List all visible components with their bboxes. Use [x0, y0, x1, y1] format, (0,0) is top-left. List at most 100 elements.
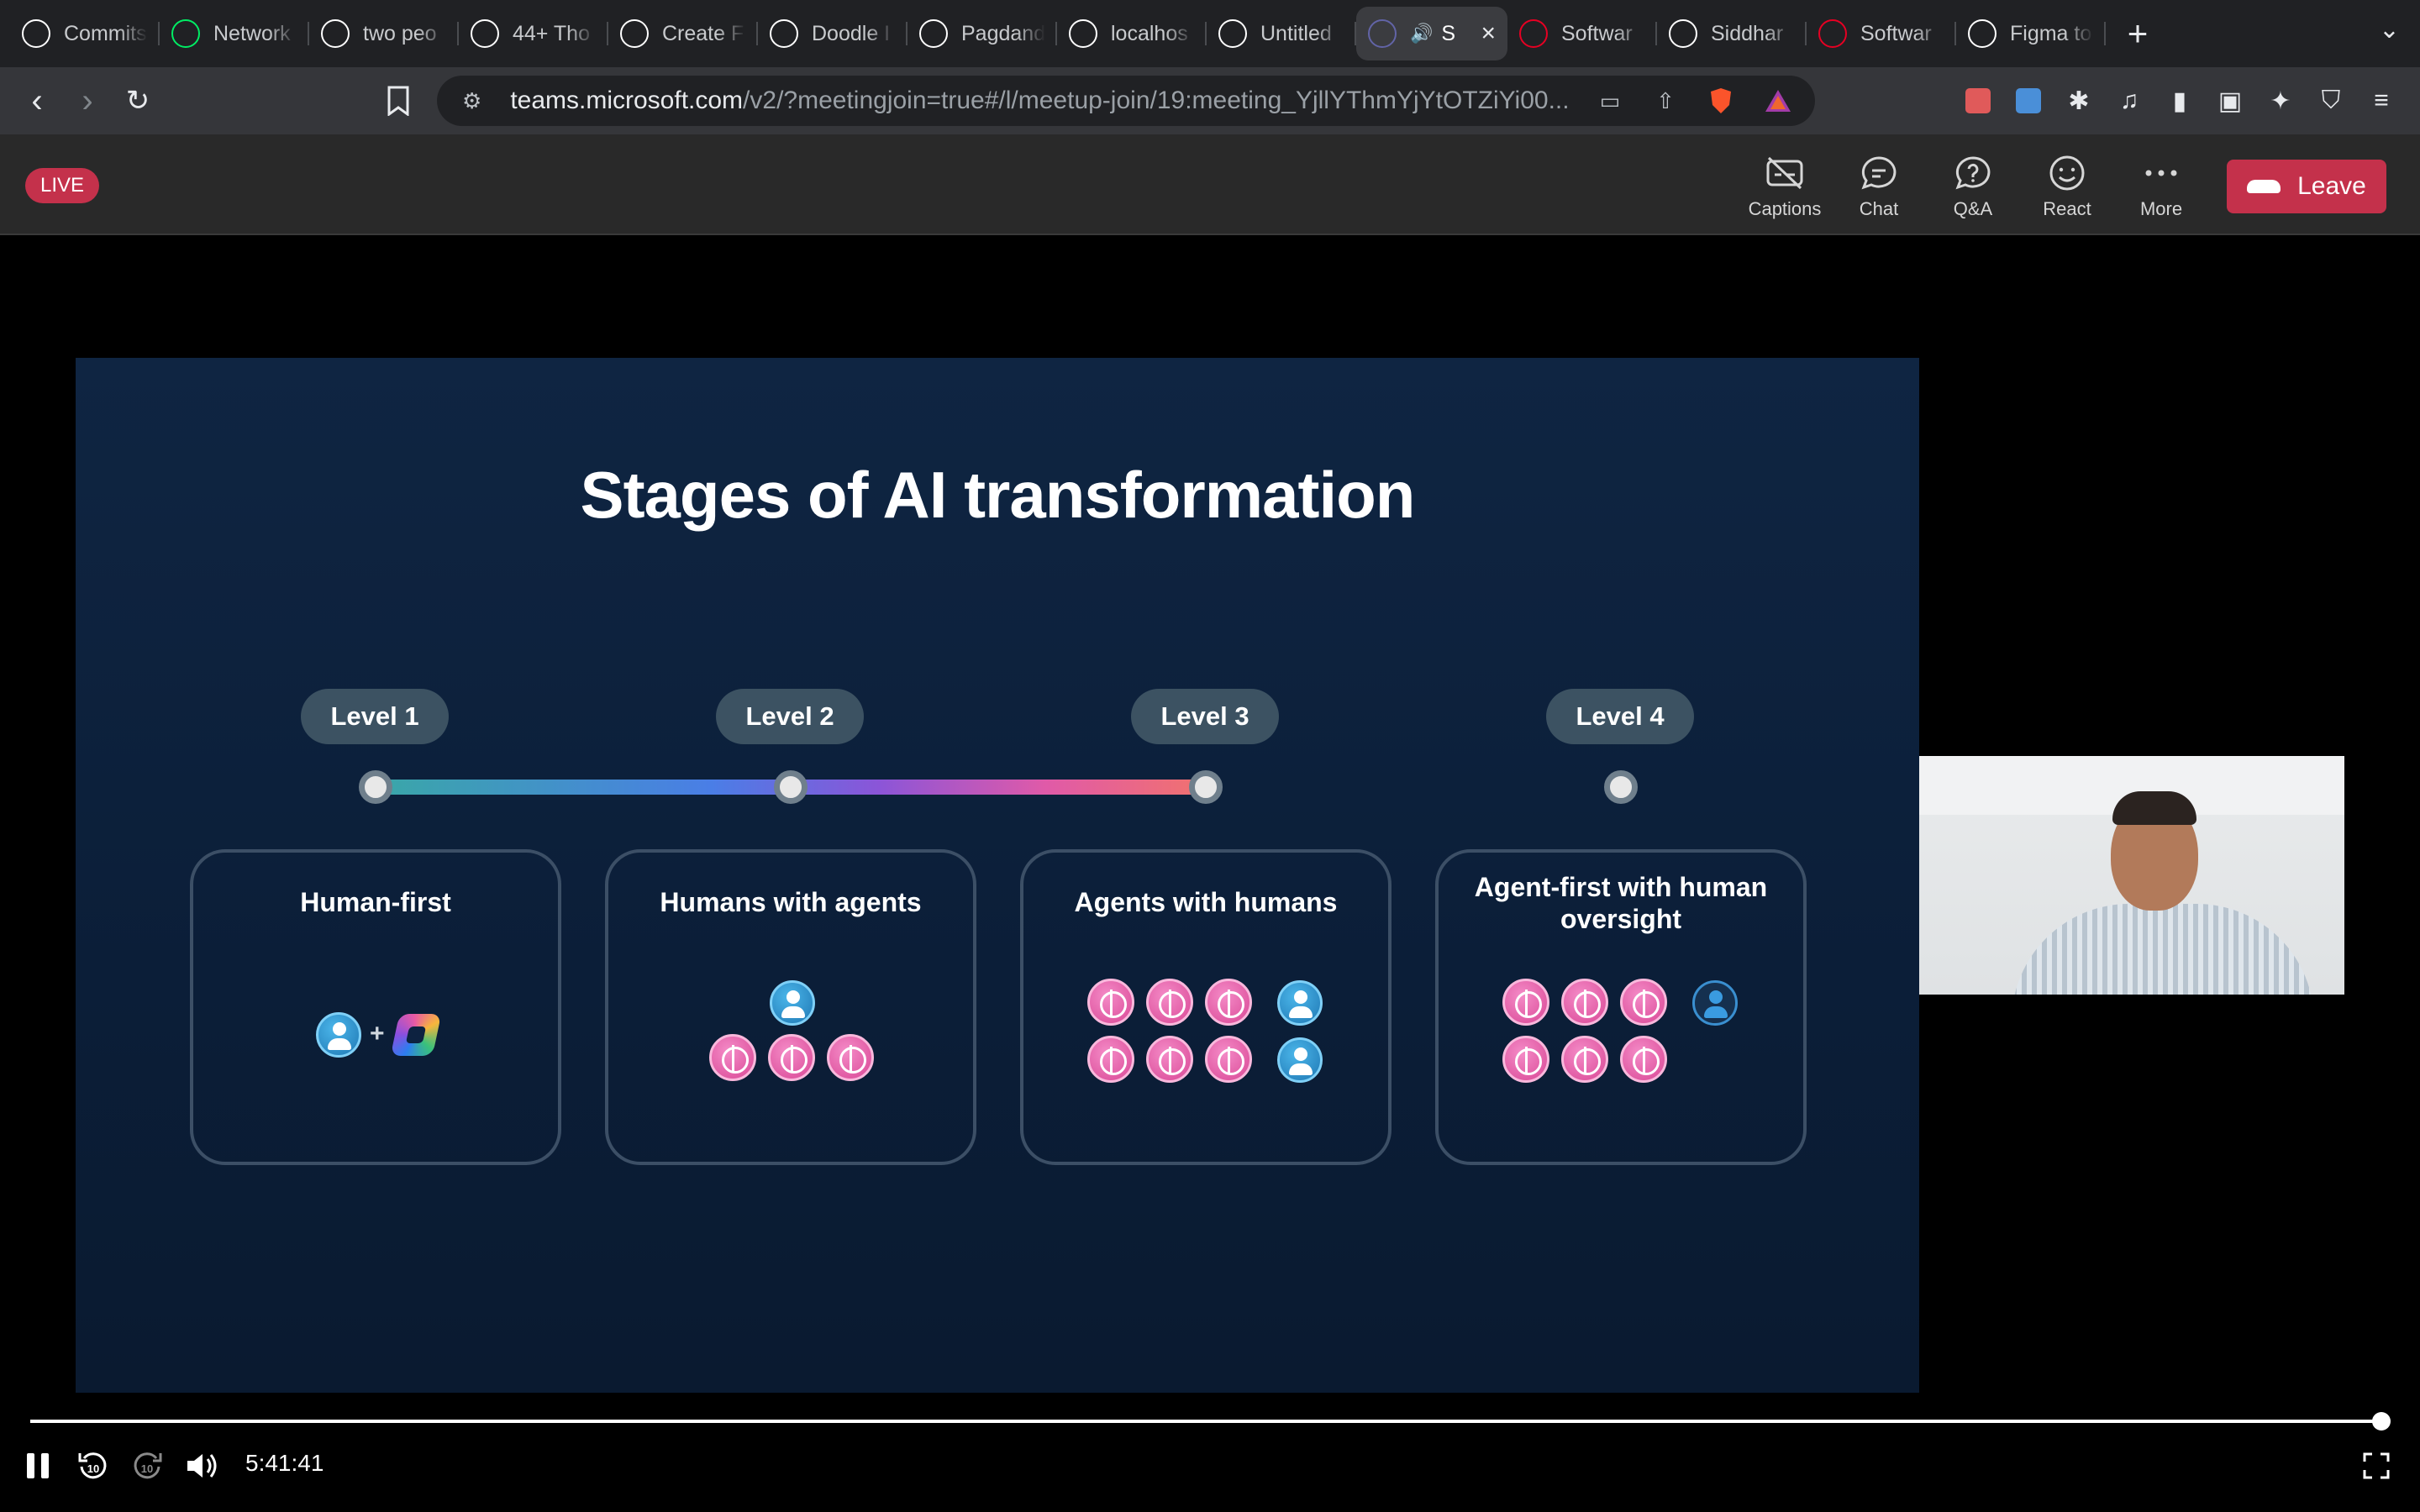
stage-card-human-first: Human-first + — [190, 849, 561, 1165]
playback-time: 5:41:41 — [245, 1450, 324, 1476]
tab-title: Pagdand — [961, 21, 1045, 45]
meeting-stage: Stages of AI transformation Level 1 Leve… — [0, 237, 2420, 1512]
music-icon[interactable]: ♫ — [2119, 87, 2139, 114]
extension-red-icon[interactable] — [1961, 84, 1995, 118]
speaker-hair — [2112, 791, 2196, 825]
menu-icon[interactable]: ≡ — [2374, 87, 2389, 114]
browser-tab[interactable]: localhos — [1057, 7, 1207, 60]
shared-slide: Stages of AI transformation Level 1 Leve… — [76, 358, 1919, 1393]
sidebar-icon[interactable]: ▮ — [2172, 87, 2187, 115]
tab-search-chevron-icon[interactable]: ⌄ — [2378, 16, 2400, 44]
person-icon — [1277, 1037, 1323, 1083]
agent-icon — [1561, 1036, 1608, 1083]
forward-10-button[interactable]: 10 — [131, 1445, 163, 1487]
chat-button[interactable]: Chat — [1832, 153, 1926, 220]
browser-tab[interactable]: Untitled — [1207, 7, 1356, 60]
vpn-shield-icon[interactable]: ⛉ — [2321, 87, 2341, 114]
forward-icon[interactable]: › — [82, 81, 93, 119]
brave-rewards-icon[interactable] — [1763, 86, 1793, 116]
bookmark-icon[interactable] — [373, 76, 424, 126]
qa-button[interactable]: Q&A — [1926, 153, 2020, 220]
speaker-body — [2012, 904, 2314, 995]
browser-tab[interactable]: Siddhar — [1657, 7, 1807, 60]
person-icon — [316, 1012, 361, 1058]
live-badge: LIVE — [25, 168, 100, 203]
tab-title: Softwar — [1860, 21, 1932, 45]
pinterest-icon — [1519, 19, 1548, 48]
react-button[interactable]: React — [2020, 153, 2114, 220]
browser-tab[interactable]: Create F — [608, 7, 758, 60]
agent-icon — [1087, 1036, 1134, 1083]
tab-title: Commits — [64, 21, 147, 45]
address-bar[interactable]: ⚙ teams.microsoft.com/v2/?meetingjoin=tr… — [437, 76, 1815, 126]
leo-ai-icon[interactable]: ✦ — [2270, 87, 2291, 115]
browser-tab[interactable]: Doodle I — [758, 7, 908, 60]
playback-progress-bar[interactable] — [30, 1420, 2381, 1423]
browser-tab[interactable]: Softwar — [1507, 7, 1657, 60]
copilot-icon — [390, 1014, 442, 1056]
rewind-10-button[interactable]: 10 — [77, 1445, 109, 1487]
person-icon — [1277, 980, 1323, 1026]
person-icon — [1692, 980, 1738, 1026]
more-button[interactable]: More — [2114, 153, 2208, 220]
reload-icon[interactable]: ↻ — [125, 85, 150, 117]
browser-tab[interactable]: 44+ Tho — [459, 7, 608, 60]
level-1-pill: Level 1 — [301, 689, 449, 744]
stage-title: Agents with humans — [1074, 887, 1338, 917]
back-icon[interactable]: ‹ — [31, 81, 43, 119]
cast-icon[interactable]: ▭ — [1599, 87, 1621, 113]
agent-icon — [709, 1034, 756, 1081]
browser-tab[interactable]: Network — [160, 7, 309, 60]
chat-icon — [1832, 153, 1926, 193]
browser-tab[interactable]: Commits — [10, 7, 160, 60]
playback-scrubber-handle[interactable] — [2372, 1412, 2391, 1431]
qa-label: Q&A — [1953, 198, 1993, 219]
tab-title: Untitled — [1260, 21, 1332, 45]
url-text[interactable]: teams.microsoft.com/v2/?meetingjoin=true… — [510, 87, 1570, 114]
extensions-puzzle-icon[interactable]: ✱ — [2068, 87, 2090, 115]
site-settings-icon[interactable]: ⚙ — [462, 87, 482, 113]
plus-icon: + — [370, 1020, 385, 1047]
agent-icon — [1502, 979, 1549, 1026]
slide-title: Stages of AI transformation — [580, 458, 1416, 532]
tab-title: localhos — [1111, 21, 1188, 45]
rewind-icon: 10 — [78, 1452, 107, 1479]
pause-button[interactable] — [25, 1445, 50, 1487]
extension-sheets-icon[interactable] — [2012, 84, 2045, 118]
browser-tab[interactable]: Figma to — [1956, 7, 2106, 60]
more-label: More — [2139, 198, 2183, 219]
share-icon[interactable]: ⇧ — [1656, 87, 1675, 113]
google-icon — [321, 19, 350, 48]
browser-tab[interactable]: Softwar — [1807, 7, 1956, 60]
fullscreen-icon — [2363, 1452, 2390, 1479]
fullscreen-button[interactable] — [2363, 1445, 2390, 1487]
volume-button[interactable] — [185, 1445, 218, 1487]
stage-card-humans-with-agents: Humans with agents — [605, 849, 976, 1165]
agent-icon — [827, 1034, 874, 1081]
agent-icon — [1146, 1036, 1193, 1083]
audio-playing-icon[interactable]: 🔊 — [1410, 23, 1434, 44]
browser-tab[interactable]: Pagdand — [908, 7, 1057, 60]
forward-icon: 10 — [134, 1452, 162, 1479]
meeting-header: LIVE Captions Chat Q&A React More Leave — [0, 134, 2420, 235]
stage-card-agents-with-humans: Agents with humans — [1020, 849, 1392, 1165]
level-2-node — [774, 770, 808, 804]
captions-button[interactable]: Captions — [1738, 153, 1832, 220]
stack-icon — [770, 19, 798, 48]
chat-label: Chat — [1859, 198, 1899, 219]
speaker-video-thumbnail[interactable] — [1919, 756, 2344, 995]
leave-button[interactable]: Leave — [2227, 160, 2386, 213]
more-dots-icon — [2114, 153, 2208, 193]
dollar-icon — [471, 19, 499, 48]
brave-shields-icon[interactable] — [1706, 86, 1736, 116]
captions-label: Captions — [1748, 198, 1822, 219]
browser-tab[interactable]: two peo — [309, 7, 459, 60]
new-tab-button[interactable]: + — [2127, 13, 2149, 53]
vite-icon — [1069, 19, 1097, 48]
forward-seconds-label: 10 — [141, 1462, 153, 1475]
close-tab-icon[interactable]: × — [1481, 19, 1496, 47]
wallet-icon[interactable]: ▣ — [2217, 87, 2243, 115]
level-3-pill: Level 3 — [1131, 689, 1279, 744]
tab-title: Doodle I — [812, 21, 891, 45]
browser-tab[interactable]: 🔊S× — [1356, 7, 1507, 60]
